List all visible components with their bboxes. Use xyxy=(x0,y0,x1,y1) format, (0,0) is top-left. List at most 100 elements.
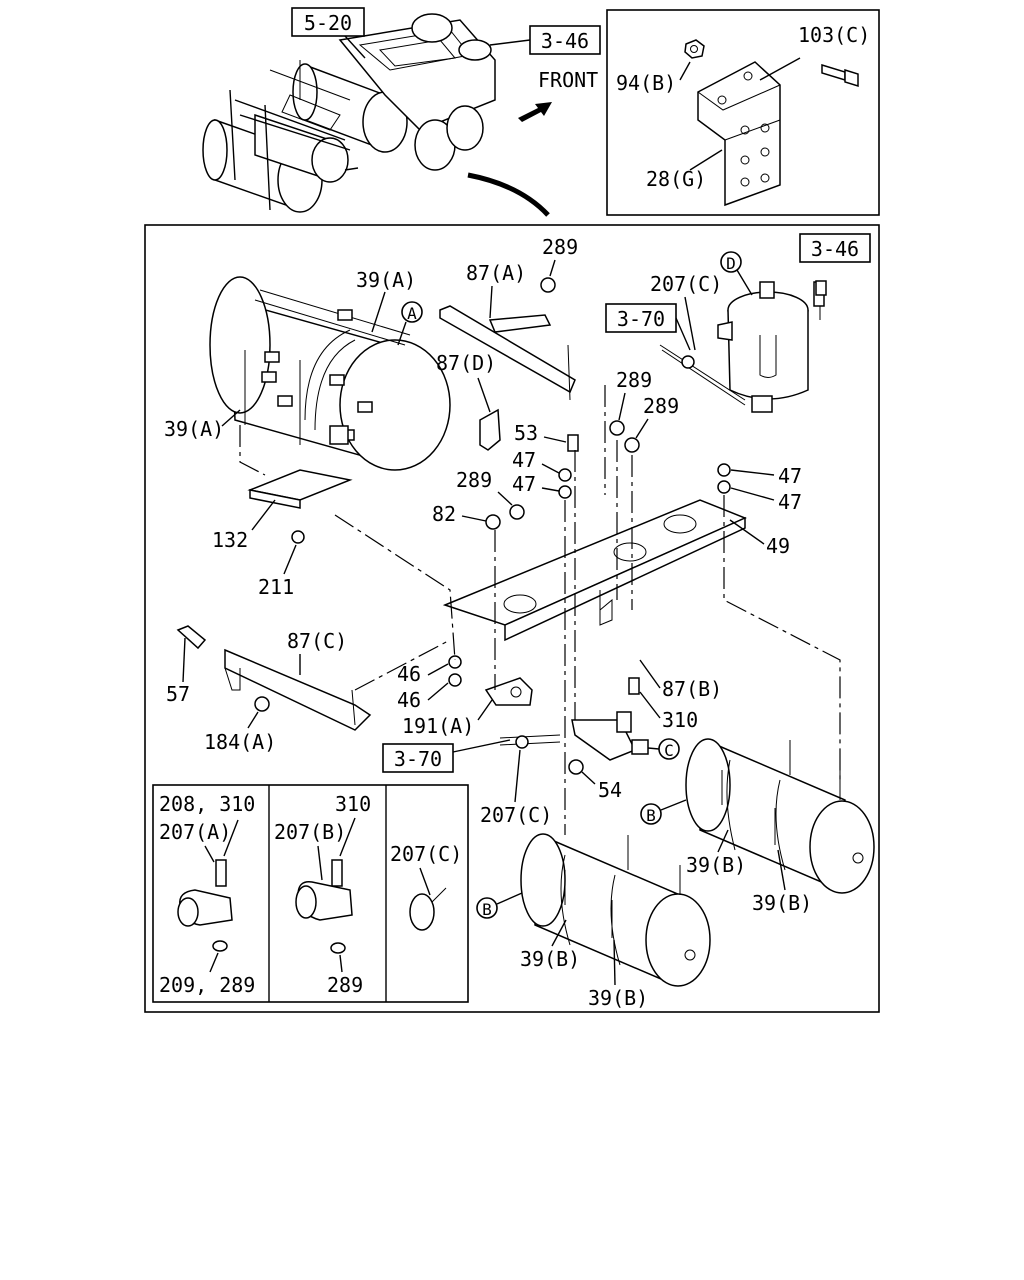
washer-211 xyxy=(291,530,305,544)
label-82: 82 xyxy=(432,502,456,526)
air-dryer-tank-d xyxy=(659,281,825,413)
vehicle-overview: 5-20 3-46 FRONT xyxy=(202,7,601,217)
label-39b-2: 39(B) xyxy=(752,891,812,915)
label-87c: 87(C) xyxy=(287,629,347,653)
mount-plate-132 xyxy=(247,469,353,509)
label-39b-3: 39(B) xyxy=(520,947,580,971)
clamp-207a-drawing xyxy=(177,859,233,952)
label-211: 211 xyxy=(258,575,294,599)
box3-label-mid: 207(C) xyxy=(390,842,462,866)
ref-3-70-bottom: 3-70 xyxy=(394,747,442,771)
washer-47-b xyxy=(558,485,572,499)
svg-text:A: A xyxy=(407,304,417,323)
washer-47-d xyxy=(717,480,731,494)
nut-94b-icon xyxy=(684,39,705,59)
callout-d: D xyxy=(720,251,753,296)
label-57: 57 xyxy=(166,682,190,706)
label-47-b: 47 xyxy=(512,472,536,496)
label-207c-bottom: 207(C) xyxy=(480,803,552,827)
label-47-c: 47 xyxy=(778,464,802,488)
valve-c xyxy=(499,711,649,761)
label-47-a: 47 xyxy=(512,448,536,472)
label-87a: 87(A) xyxy=(466,261,526,285)
hardware-fasteners xyxy=(176,277,827,775)
nut-82 xyxy=(485,514,501,530)
label-39a-left: 39(A) xyxy=(164,417,224,441)
svg-text:B: B xyxy=(646,806,656,825)
label-207c-top: 207(C) xyxy=(650,272,722,296)
bracket-87c xyxy=(224,648,372,731)
label-132: 132 xyxy=(212,528,248,552)
box1-label-bottom: 209, 289 xyxy=(159,973,255,997)
box1-label-mid: 207(A) xyxy=(159,820,231,844)
ref-box-3-70-bottom[interactable] xyxy=(382,743,454,773)
overview-tank-rear-left xyxy=(292,63,408,153)
svg-text:B: B xyxy=(482,900,492,919)
ref-box-3-46-main[interactable] xyxy=(799,233,871,263)
clip-207c-drawing xyxy=(409,887,447,931)
bolt-57 xyxy=(176,625,207,650)
label-94b: 94(B) xyxy=(616,71,676,95)
box2-label-mid: 207(B) xyxy=(274,820,346,844)
air-tank-39b-right xyxy=(685,738,875,894)
detail-panels: 208, 310 207(A) 209, 289 310 207(B) 289 … xyxy=(152,784,469,1003)
callout-b-lower: B xyxy=(476,892,523,919)
air-tank-39b-lower xyxy=(520,833,711,987)
label-191a: 191(A) xyxy=(402,714,474,738)
overview-frame xyxy=(229,60,359,211)
label-184a: 184(A) xyxy=(204,730,276,754)
front-arrow-icon xyxy=(518,102,552,122)
washer-47-a xyxy=(558,468,572,482)
callout-a: A xyxy=(397,301,423,346)
label-53: 53 xyxy=(514,421,538,445)
part-labels: 289 39(A) 87(A) 207(C) 87(D) 39(A) 289 2… xyxy=(164,235,812,1010)
label-46-b: 46 xyxy=(397,688,421,712)
label-87b: 87(B) xyxy=(662,677,722,701)
label-39b-4: 39(B) xyxy=(588,986,648,1010)
overview-tank-mid xyxy=(254,113,349,183)
bracket-87a xyxy=(439,305,576,401)
svg-text:D: D xyxy=(726,254,736,273)
label-54: 54 xyxy=(598,778,622,802)
svg-text:C: C xyxy=(664,741,674,760)
label-28g: 28(G) xyxy=(646,167,706,191)
ref-3-70-top: 3-70 xyxy=(617,307,665,331)
label-49: 49 xyxy=(766,534,790,558)
front-label: FRONT xyxy=(538,68,598,92)
air-tank-39a xyxy=(209,276,451,471)
bolt-3-46 xyxy=(815,280,827,296)
label-47-d: 47 xyxy=(778,490,802,514)
label-46-a: 46 xyxy=(397,662,421,686)
label-39a-top: 39(A) xyxy=(356,268,416,292)
bolt-53 xyxy=(567,434,579,452)
nut-289-r1 xyxy=(609,420,625,436)
bolt-310 xyxy=(628,677,640,695)
alignment-lines xyxy=(239,385,841,835)
ref-5-20: 5-20 xyxy=(304,11,352,35)
label-87d: 87(D) xyxy=(436,351,496,375)
label-39b-1: 39(B) xyxy=(686,853,746,877)
nut-289-r2 xyxy=(624,437,640,453)
label-103c: 103(C) xyxy=(798,23,870,47)
nut-184a xyxy=(254,696,270,712)
label-289-mid: 289 xyxy=(456,468,492,492)
washer-54 xyxy=(568,759,584,775)
nut-46-a xyxy=(448,655,462,669)
inset-bracket-panel: 103(C) 94(B) 28(G) xyxy=(606,9,880,216)
label-310: 310 xyxy=(662,708,698,732)
box2-label-top: 310 xyxy=(335,792,371,816)
nut-289-top xyxy=(540,277,556,293)
ref-3-46-main: 3-46 xyxy=(811,237,859,261)
callout-c: C xyxy=(647,738,680,760)
label-289-top: 289 xyxy=(542,235,578,259)
washer-47-c xyxy=(717,463,731,477)
clamp-207b-drawing xyxy=(295,859,353,954)
bolt-103c-icon xyxy=(821,63,859,88)
box1-label-top: 208, 310 xyxy=(159,792,255,816)
ref-box-5-20[interactable] xyxy=(291,7,365,37)
ref-3-46-top: 3-46 xyxy=(541,29,589,53)
ref-box-3-46-top[interactable] xyxy=(529,25,601,55)
overview-to-detail-arrow xyxy=(467,172,550,217)
mount-plate-191a xyxy=(484,677,533,706)
